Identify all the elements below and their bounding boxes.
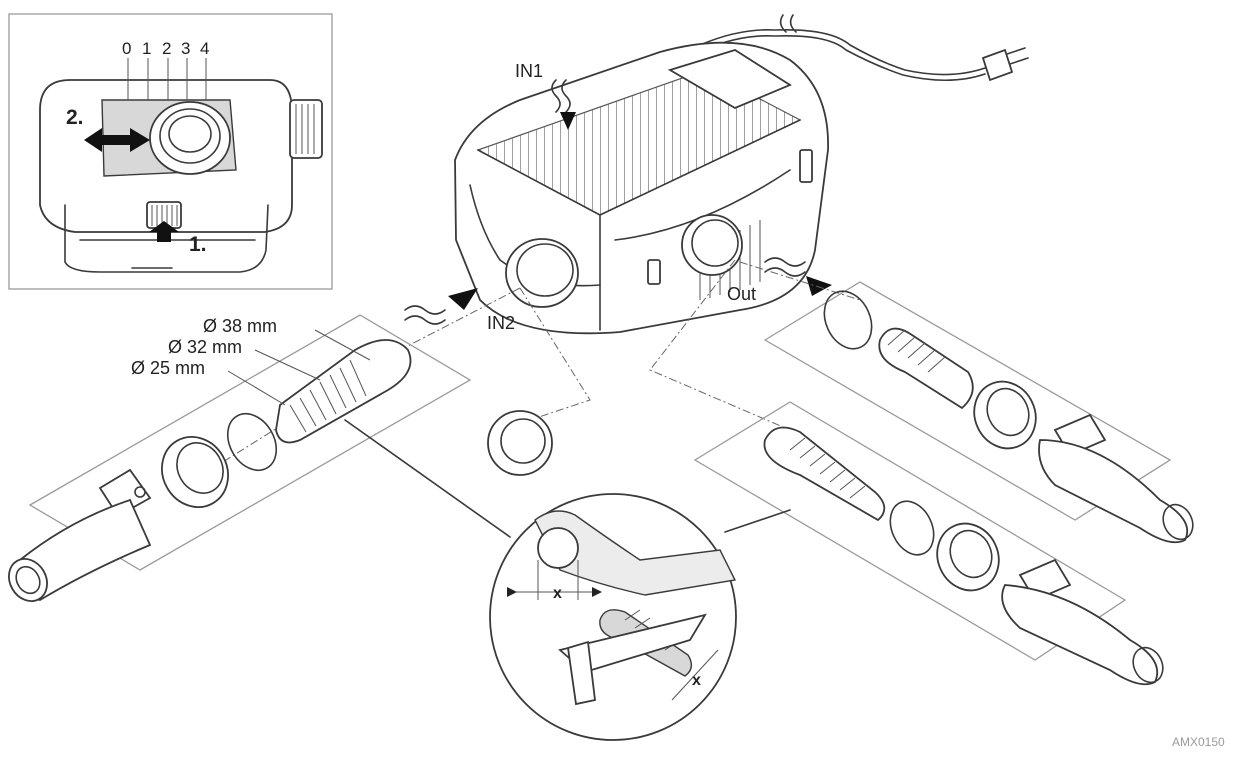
push-up-arrow-icon bbox=[149, 221, 179, 242]
scale-label-4: 4 bbox=[200, 39, 209, 58]
in1-flow-arrow-icon bbox=[551, 79, 576, 130]
inset-panel: 0 1 2 3 4 2. 1. bbox=[8, 13, 333, 290]
diameter-32-label: Ø 32 mm bbox=[168, 337, 242, 357]
cut-mark-top: x bbox=[553, 585, 562, 602]
power-cable bbox=[699, 14, 1029, 82]
left-assembly: Ø 38 mm Ø 32 mm Ø 25 mm bbox=[8, 314, 472, 602]
outlet-label: Out bbox=[727, 284, 756, 304]
pump-body bbox=[454, 41, 829, 335]
in2-flow-arrow-icon bbox=[404, 288, 478, 325]
inset-frame bbox=[8, 13, 333, 290]
right-upper-assembly bbox=[763, 281, 1194, 544]
cutting-detail: x x bbox=[344, 419, 791, 741]
left-union-nut bbox=[161, 436, 229, 508]
diameter-25-label: Ø 25 mm bbox=[131, 358, 205, 378]
inlet-2-port bbox=[505, 238, 579, 308]
right-lower-assembly bbox=[693, 401, 1164, 686]
scale-label-3: 3 bbox=[181, 39, 190, 58]
reference-code: AMX0150 bbox=[1172, 735, 1225, 749]
out-flow-arrow-icon bbox=[764, 257, 832, 296]
slide-double-arrow-icon bbox=[84, 128, 150, 152]
scale-ticks bbox=[127, 58, 207, 100]
scale-label-1: 1 bbox=[142, 39, 151, 58]
cut-mark-bottom: x bbox=[692, 672, 701, 689]
step-1-label: 1. bbox=[189, 233, 207, 256]
inlet-2-label: IN2 bbox=[487, 313, 515, 333]
outlet-port bbox=[681, 214, 743, 276]
diameter-38-label: Ø 38 mm bbox=[203, 316, 277, 336]
inlet-1-label: IN1 bbox=[515, 61, 543, 81]
scale-label-2: 2 bbox=[162, 39, 171, 58]
power-plug-icon bbox=[981, 47, 1029, 82]
spare-union-nut bbox=[487, 410, 553, 476]
scale-label-0: 0 bbox=[122, 39, 131, 58]
step-2-label: 2. bbox=[66, 106, 84, 129]
